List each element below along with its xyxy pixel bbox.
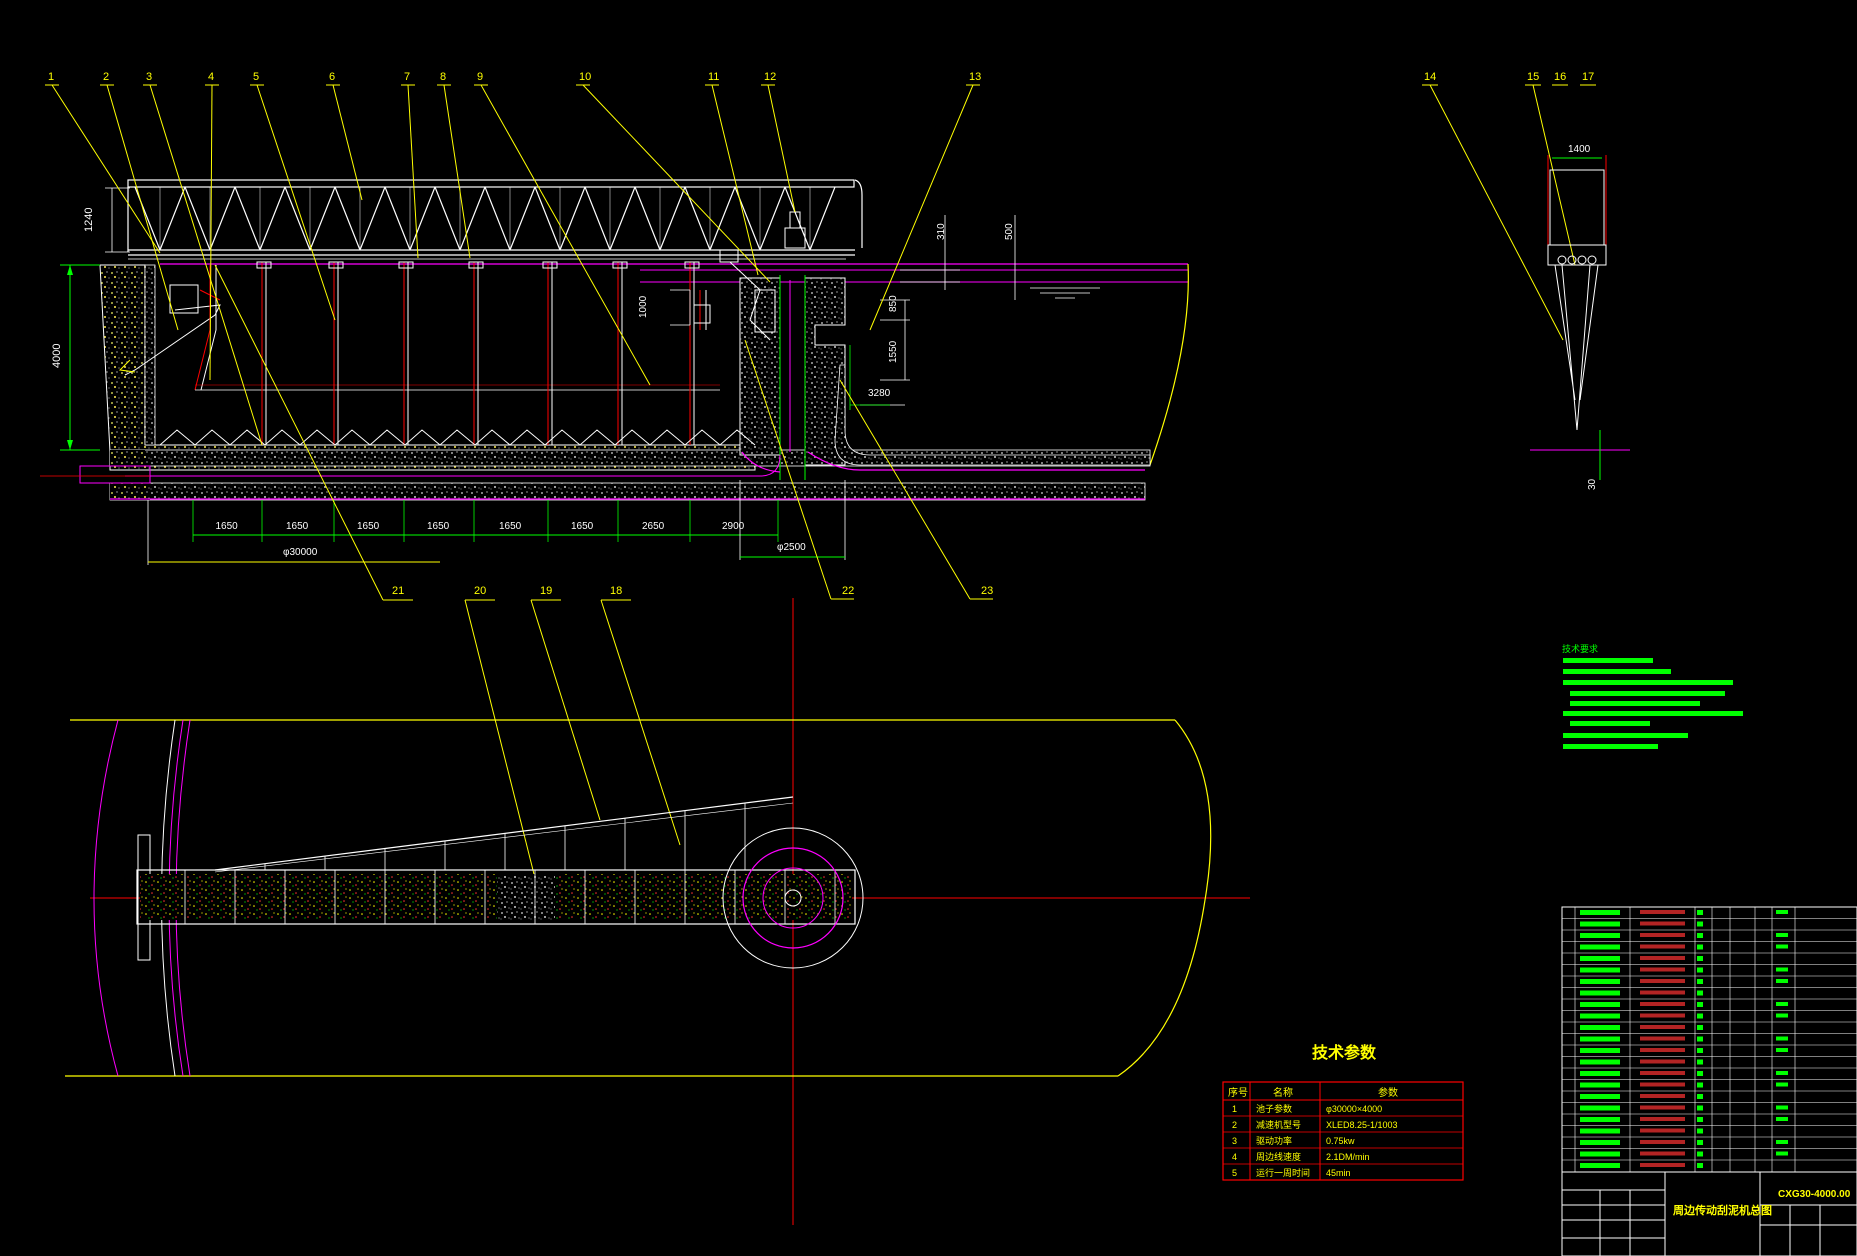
requirements-title: 技术要求 <box>1562 643 1598 654</box>
tech-row-no: 2 <box>1232 1120 1237 1130</box>
span-dim-label: 1650 <box>499 521 522 532</box>
callout-1: 1 <box>48 71 54 83</box>
callout-6: 6 <box>329 71 335 83</box>
callout-17: 17 <box>1582 71 1594 83</box>
tech-row-no: 3 <box>1232 1136 1237 1146</box>
dim-1240-label: 1240 <box>83 208 95 232</box>
tech-row-value: 2.1DM/min <box>1326 1152 1370 1162</box>
callout-19: 19 <box>540 585 552 597</box>
callout-4: 4 <box>208 71 214 83</box>
dim-1550: 1550 <box>888 340 899 363</box>
tech-row-no: 5 <box>1232 1168 1237 1178</box>
callout-3: 3 <box>146 71 152 83</box>
callout-14: 14 <box>1424 71 1436 83</box>
tech-header-no: 序号 <box>1228 1086 1248 1099</box>
tech-row-value: XLED8.25-1/1003 <box>1326 1120 1398 1130</box>
dim-310: 310 <box>936 223 947 240</box>
tech-row-no: 4 <box>1232 1152 1237 1162</box>
callout-16: 16 <box>1554 71 1566 83</box>
dim-4000: 4000 <box>51 264 100 451</box>
tech-header-name: 名称 <box>1273 1086 1293 1099</box>
dim-500: 500 <box>1004 223 1015 240</box>
dim-30: 30 <box>1587 478 1598 490</box>
callout-10: 10 <box>579 71 591 83</box>
dim-1240: 1240 <box>83 187 130 253</box>
callout-8: 8 <box>440 71 446 83</box>
tech-row-name: 池子参数 <box>1256 1103 1292 1114</box>
tech-header-value: 参数 <box>1378 1086 1398 1099</box>
callout-15: 15 <box>1527 71 1539 83</box>
callout-2: 2 <box>103 71 109 83</box>
dim-850: 850 <box>888 295 899 312</box>
dim-4000-label: 4000 <box>51 344 63 368</box>
tech-row-name: 减速机型号 <box>1256 1119 1301 1130</box>
bridge-truss <box>127 179 863 260</box>
callout-20: 20 <box>474 585 486 597</box>
technical-requirements: 技术要求 <box>1562 643 1743 749</box>
dim-1000: 1000 <box>638 295 649 318</box>
tech-row-value: 45min <box>1326 1168 1351 1178</box>
dim-3280: 3280 <box>868 388 891 399</box>
callout-12: 12 <box>764 71 776 83</box>
callout-22: 22 <box>842 585 854 597</box>
tech-params: 技术参数 序号 名称 参数 1 池子参数 φ30000×4000 2 减速机型号 XLED… <box>1222 1043 1464 1181</box>
plan-view <box>65 598 1250 1225</box>
dim-dia2500-label: φ2500 <box>777 542 806 553</box>
callout-7: 7 <box>404 71 410 83</box>
span-dim-label: 1650 <box>571 521 594 532</box>
tech-row-name: 运行一周时间 <box>1256 1167 1310 1178</box>
tech-params-title: 技术参数 <box>1312 1043 1377 1062</box>
callout-5: 5 <box>253 71 259 83</box>
scraper-blades <box>159 429 756 446</box>
callout-leaders <box>45 84 1596 899</box>
tech-row-value: 0.75kw <box>1326 1136 1355 1146</box>
callout-11: 11 <box>708 71 719 83</box>
right-dims <box>670 215 1100 410</box>
span-dim-label: 1650 <box>357 521 380 532</box>
span-dimensions: 1650 1650 1650 1650 1650 1650 2650 2900 <box>192 500 779 542</box>
side-view <box>1530 155 1630 480</box>
parts-list <box>1561 906 1857 1173</box>
callout-21: 21 <box>392 585 404 597</box>
tech-row-no: 1 <box>1232 1104 1237 1114</box>
elevation-view: 1240 <box>40 179 1189 565</box>
callout-23: 23 <box>981 585 993 597</box>
callout-18: 18 <box>610 585 622 597</box>
callout-9: 9 <box>477 71 483 83</box>
span-dim-label: 1650 <box>427 521 450 532</box>
title-block <box>1561 1171 1857 1256</box>
tech-row-value: φ30000×4000 <box>1326 1104 1382 1114</box>
tank-structure <box>40 264 1151 501</box>
dim-dia30000-label: φ30000 <box>283 547 318 558</box>
span-dim-label: 1650 <box>286 521 309 532</box>
dim-dia2500: φ2500 <box>739 480 846 560</box>
drawing-number: CXG30-4000.00 <box>1778 1189 1851 1200</box>
span-dim-label: 2650 <box>642 521 665 532</box>
tech-row-name: 驱动功率 <box>1256 1135 1292 1146</box>
dim-1400: 1400 <box>1568 144 1591 155</box>
tech-row-name: 周边线速度 <box>1256 1151 1301 1162</box>
span-dim-label: 1650 <box>216 521 239 532</box>
drawing-name: 周边传动刮泥机总图 <box>1673 1203 1772 1217</box>
dim-dia30000: φ30000 <box>147 500 440 565</box>
callout-13: 13 <box>969 71 981 83</box>
span-dim-label: 2900 <box>722 521 745 532</box>
